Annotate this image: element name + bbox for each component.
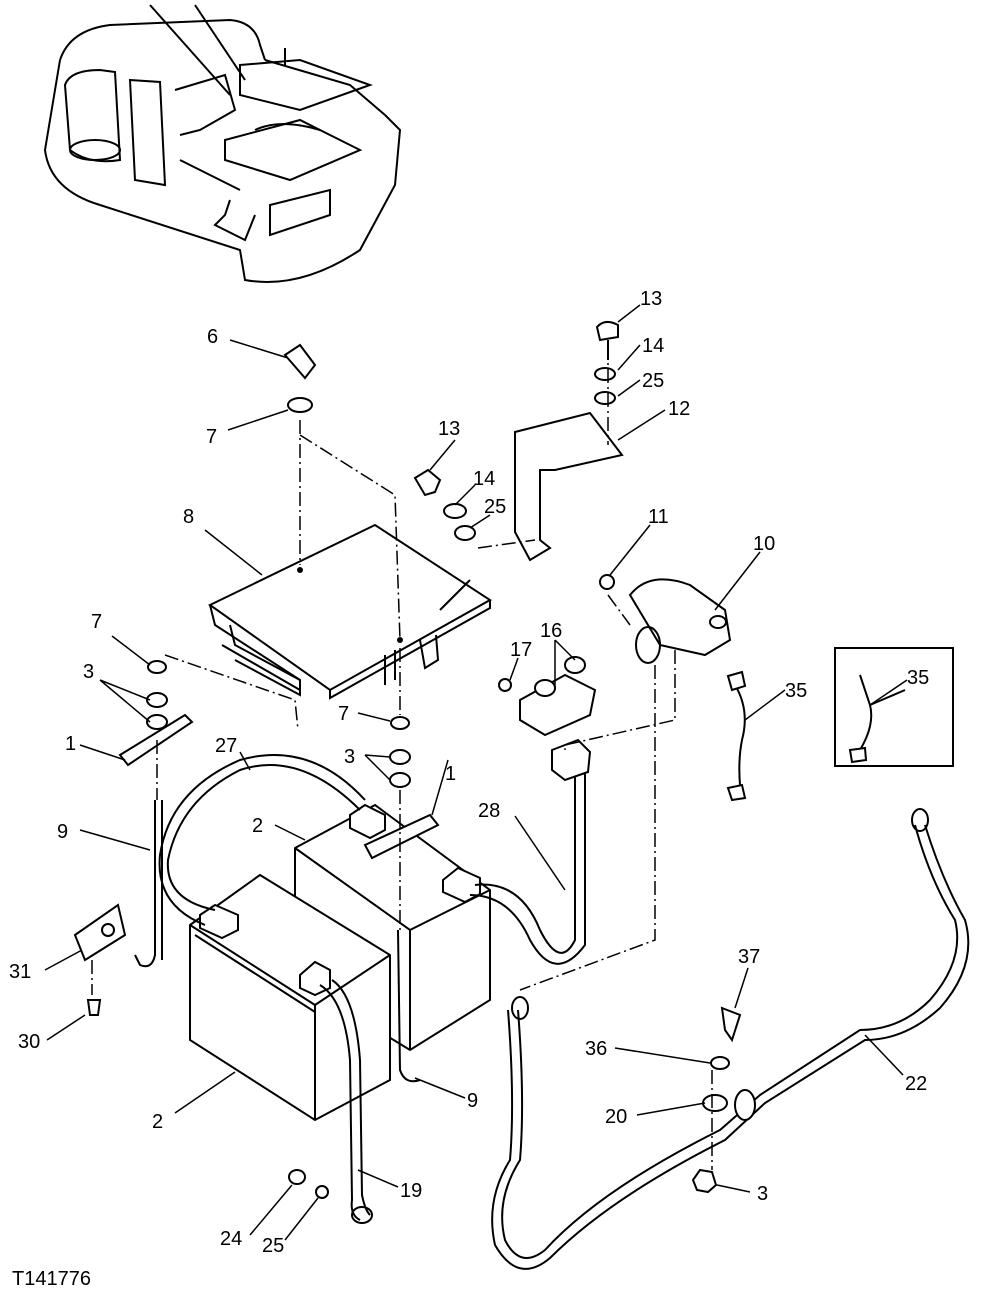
cable-19-inner [331,979,371,1216]
battery-cover [208,523,492,700]
ground-cable-22-inner [491,824,970,1270]
callout-16: 16 [540,620,562,642]
inset-harness-35 [834,647,954,767]
figure-id: T141776 [12,1268,91,1290]
callout-1-right: 1 [445,763,456,785]
callout-14-mid: 14 [473,468,495,490]
bracket-31 [73,903,127,962]
callout-35-inset: 35 [907,667,929,689]
callout-12: 12 [668,398,690,420]
callout-9-right: 9 [467,1090,478,1112]
fusible-link-16 [498,656,597,737]
callout-31: 31 [9,961,31,983]
callout-6: 6 [207,326,218,348]
callout-13-top: 13 [640,288,662,310]
cable-28-inner [469,770,586,965]
cable-28 [474,770,576,954]
callout-24: 24 [220,1228,242,1250]
callout-25-mid: 25 [484,496,506,518]
terminal-boot-28 [551,738,592,782]
bolt-9-right [397,929,421,1083]
callout-8: 8 [183,506,194,528]
callout-19: 19 [400,1180,422,1202]
battery-relay-10 [599,574,732,664]
grommet-22 [734,1089,756,1121]
grommet-20 [702,1094,728,1112]
callout-7-left: 7 [91,611,102,633]
fasteners [146,321,619,1199]
cable-27-inner [158,754,366,926]
callout-1-left: 1 [65,733,76,755]
cable-19 [319,984,361,1221]
cable-27 [166,764,361,911]
leader-lines [44,304,908,1241]
callout-13-mid: 13 [438,418,460,440]
callout-9-left: 9 [57,821,68,843]
hold-down-bar-right [363,813,440,860]
callout-10: 10 [753,533,775,555]
callout-14-top: 14 [642,335,664,357]
callout-20: 20 [605,1106,627,1128]
battery-terminals [199,803,481,997]
callout-27: 27 [215,735,237,757]
callout-3-left: 3 [83,661,94,683]
battery-front [189,873,391,1122]
machine-overview-drawing [43,4,402,283]
callout-3-mid: 3 [344,746,355,768]
assembly-centerlines [91,345,713,1170]
callout-labels: 6 7 8 7 3 1 27 2 7 3 1 9 31 30 2 24 25 1… [9,288,929,1257]
callout-37: 37 [738,946,760,968]
callout-35-main: 35 [785,680,807,702]
screw-37 [720,1006,742,1043]
callout-3-bottom: 3 [757,1183,768,1205]
callout-2-top: 2 [252,815,263,837]
ground-cable-22 [501,824,959,1259]
callout-25-bottom: 25 [262,1235,284,1257]
callout-7-top: 7 [206,426,217,448]
callout-22: 22 [905,1073,927,1095]
bolt-30 [86,999,102,1016]
harness-35 [726,670,747,802]
bracket-12 [514,411,624,562]
callout-30: 30 [18,1031,40,1053]
callout-11: 11 [648,506,669,528]
callout-25-top: 25 [642,370,664,392]
callout-2-bottom: 2 [152,1111,163,1133]
callout-36: 36 [585,1038,607,1060]
hold-down-bolt-left [118,713,194,968]
callout-7-mid: 7 [338,703,349,725]
callout-17: 17 [510,639,532,661]
callout-28: 28 [478,800,500,822]
